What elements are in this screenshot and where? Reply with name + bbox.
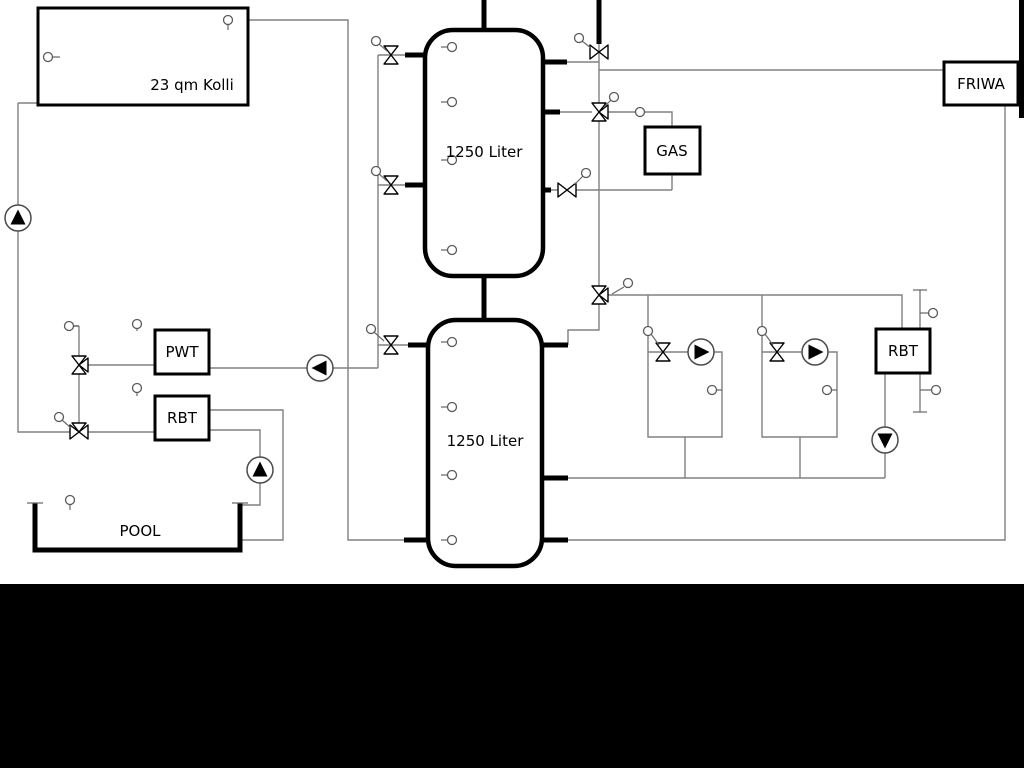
tank-sensor-icon (446, 96, 458, 108)
valve-actuator-icon (370, 165, 382, 177)
sensor-icon (64, 494, 76, 506)
heating-header-pipe (568, 294, 903, 479)
tank-sensor-icon (446, 336, 458, 348)
sensor-icon (821, 384, 833, 396)
rbt-right-box (874, 327, 932, 375)
tank-top-label: 1250 Liter (446, 143, 524, 161)
pool-label: POOL (119, 522, 161, 540)
sensor-stems (52, 24, 932, 541)
buffer-tank-bottom (425, 317, 545, 569)
buffer-tank-top (422, 27, 546, 279)
valve-actuator-icon (573, 32, 585, 44)
screen-mask-bottom (0, 584, 1024, 768)
sensor-icon (131, 318, 143, 330)
valve-actuator-icon (608, 91, 620, 103)
valve-actuator-icon (370, 35, 382, 47)
sensor-icon (42, 51, 54, 63)
valve-actuator-icon (365, 323, 377, 335)
boiler-circuit-pipe (551, 44, 673, 345)
sensor-icon (927, 307, 939, 319)
pump-icon (801, 338, 829, 366)
sensor-icon (930, 384, 942, 396)
valve-actuator-icon (580, 167, 592, 179)
valve-actuator-icon (622, 277, 634, 289)
sensor-icon (706, 384, 718, 396)
tank-connection-stubs (404, 0, 602, 543)
valve-actuator-icon (642, 325, 654, 337)
tank-sensor-icon (446, 41, 458, 53)
sensor-icon (63, 320, 75, 332)
riser-ticks (913, 289, 927, 413)
tank-sensor-icon (446, 534, 458, 546)
tank-sensor-icon (446, 401, 458, 413)
valve-actuator-icon (53, 411, 65, 423)
gas-boiler-box (643, 125, 702, 176)
pwt-label: PWT (165, 343, 199, 361)
rbt-left-box (153, 394, 211, 442)
sensor-icon (131, 382, 143, 394)
collector-label: 23 qm Kolli (150, 76, 234, 94)
valve-actuator-icon (756, 325, 768, 337)
rbt-left-label: RBT (167, 409, 198, 427)
solar-collector-box (36, 6, 250, 107)
rbt-right-label: RBT (888, 342, 919, 360)
friwa-pipe (568, 69, 1006, 541)
friwa-station-box (942, 60, 1020, 107)
pump-icon (306, 354, 334, 382)
labels: 23 qm Kolli 1250 Liter 1250 Liter PWT RB… (119, 75, 1005, 540)
friwa-label: FRIWA (957, 75, 1005, 93)
tank-sensor-icon (446, 244, 458, 256)
screen-mask-top-right (1019, 0, 1024, 118)
pump-icon (687, 338, 715, 366)
pump-icon (246, 456, 274, 484)
pump-icon (871, 426, 899, 454)
tank-bottom-label: 1250 Liter (447, 432, 525, 450)
gas-label: GAS (656, 142, 687, 160)
tank-sensor-icon (446, 469, 458, 481)
pump-icon (4, 204, 32, 232)
sensor-icon (634, 106, 646, 118)
sensor-icon (222, 14, 234, 26)
pool-basin (27, 502, 248, 553)
pwt-heat-exchanger-box (153, 328, 211, 376)
